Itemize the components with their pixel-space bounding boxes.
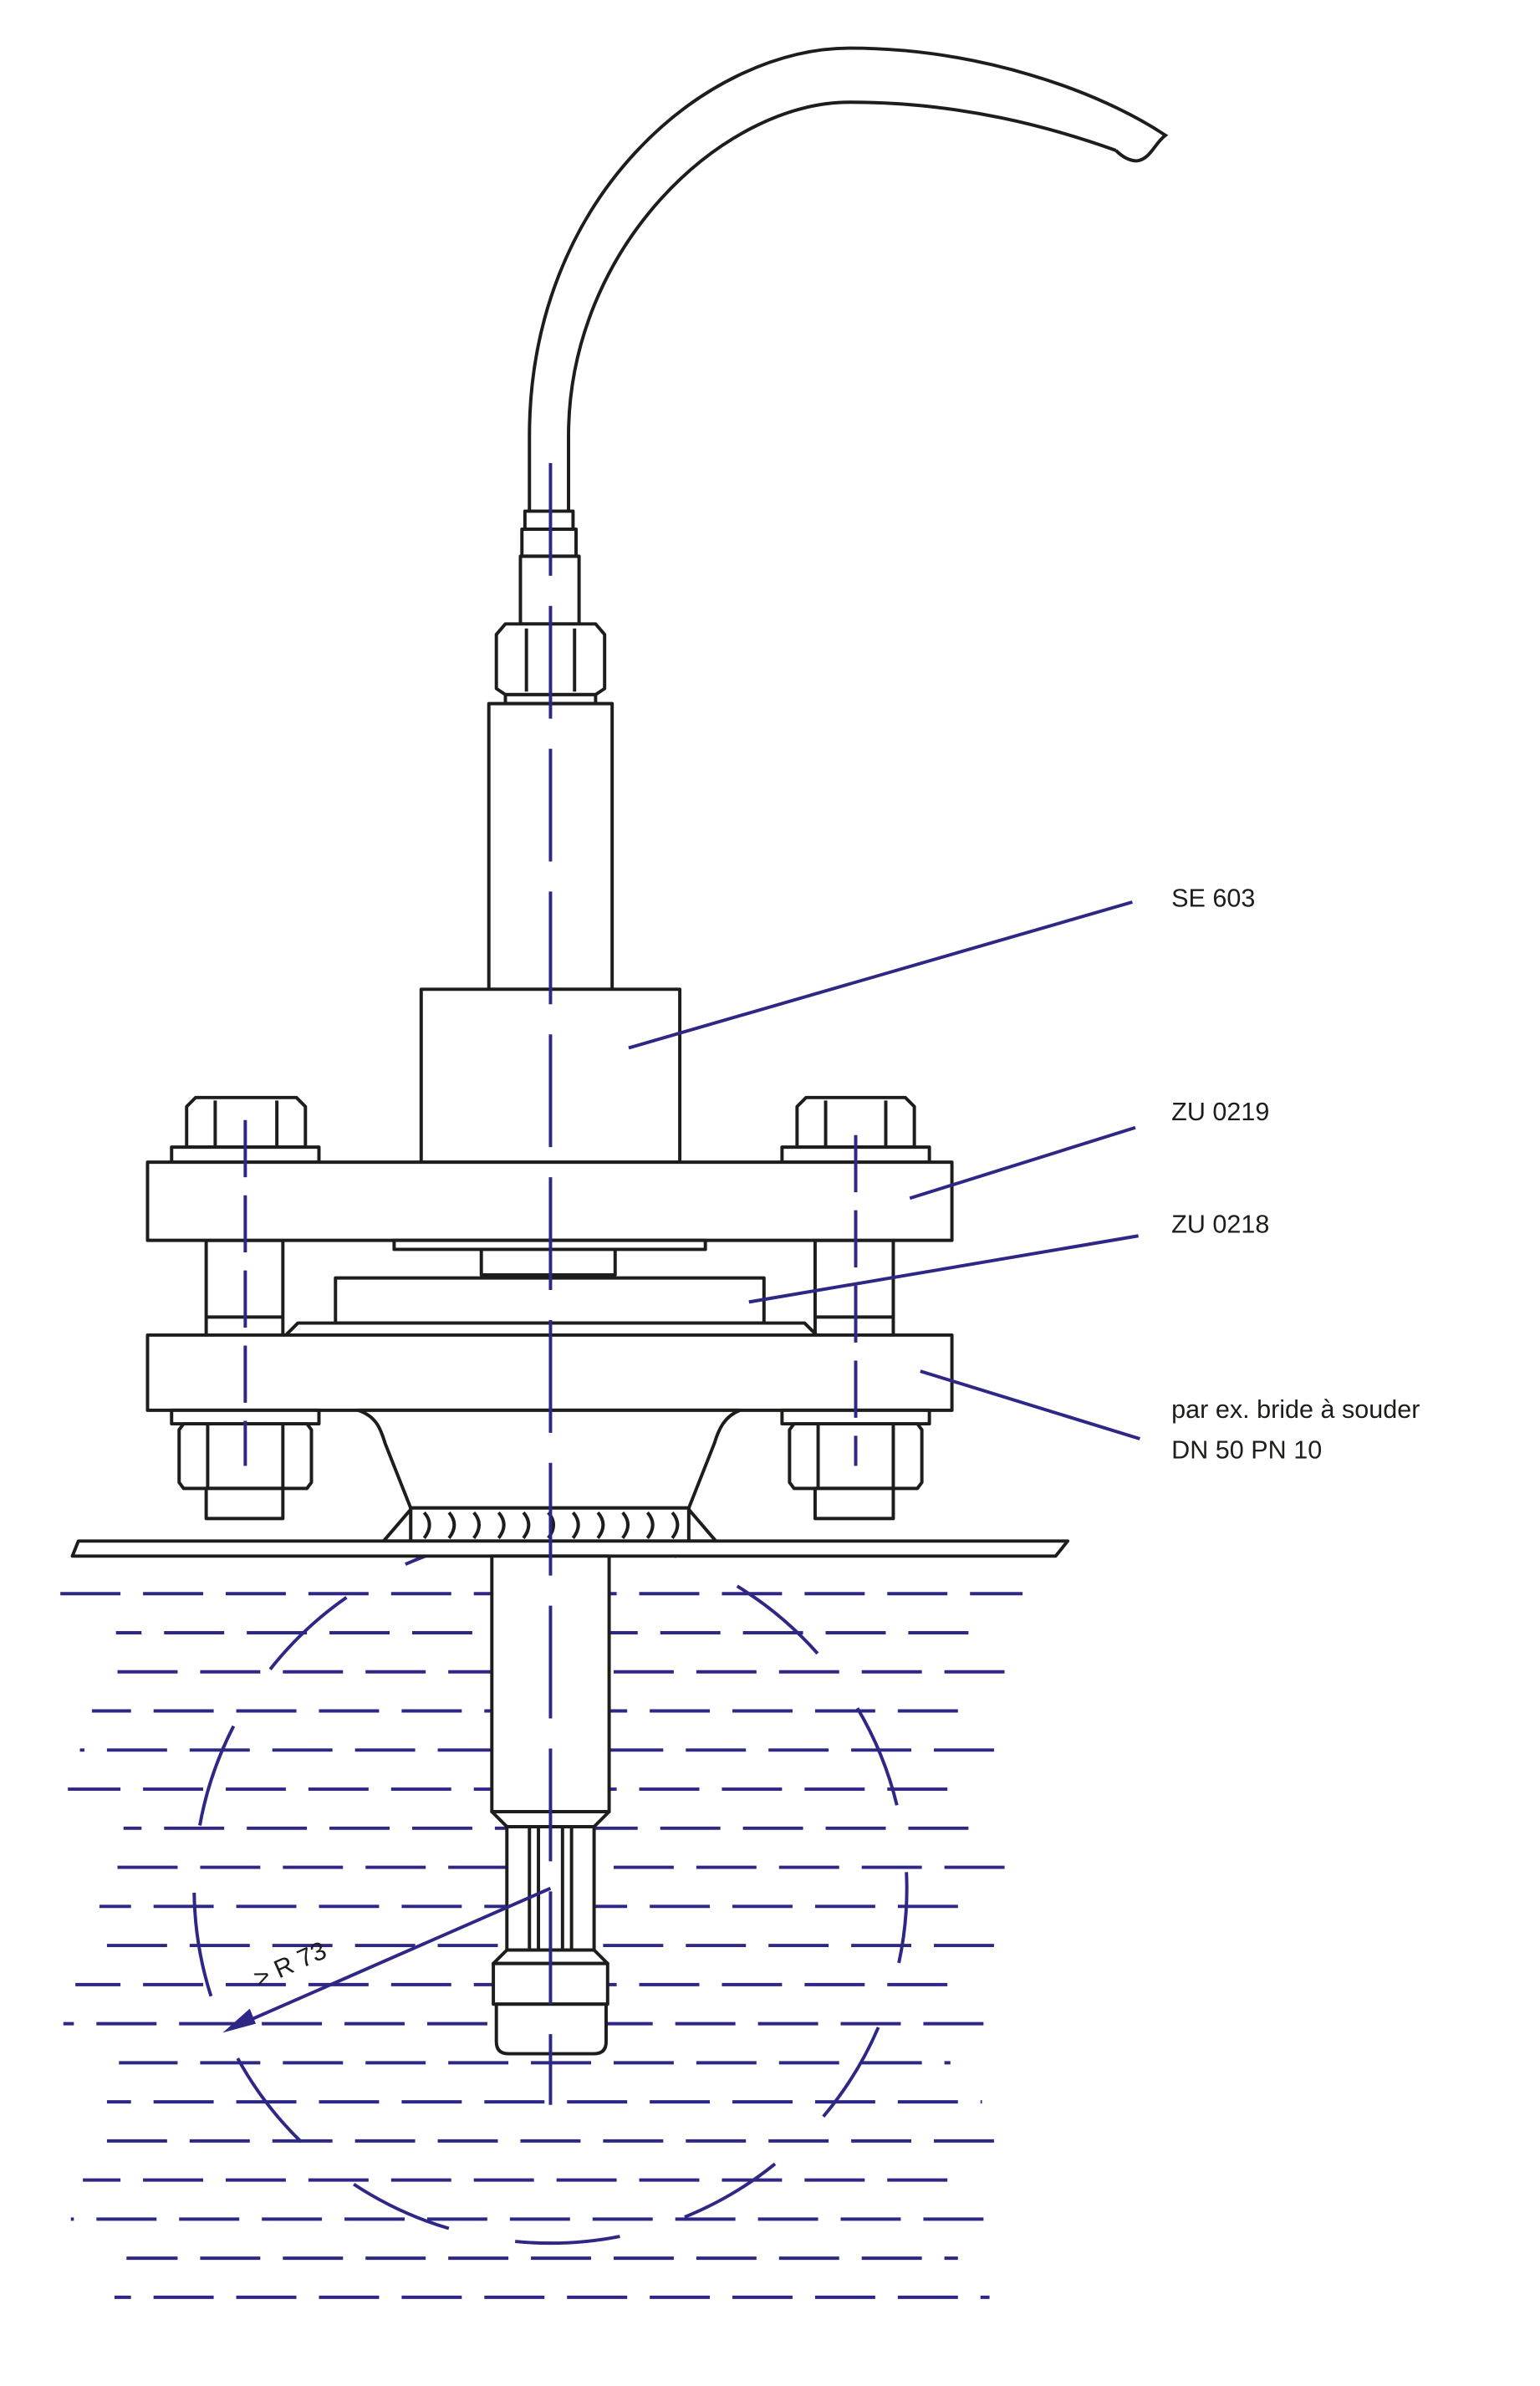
- weld-bead: [422, 1511, 431, 1539]
- weld-bead: [621, 1511, 630, 1539]
- weld-bead: [472, 1511, 481, 1539]
- weld-bead: [497, 1511, 506, 1539]
- cable-connector: [494, 509, 607, 706]
- weld-bead: [645, 1511, 655, 1539]
- leader-lines: [628, 900, 1140, 1440]
- weld-bead: [522, 1511, 531, 1539]
- weld-bead: [571, 1511, 580, 1539]
- label-weld-flange: par ex. bride à souder: [1171, 1395, 1420, 1424]
- label-zu0218: ZU 0218: [1171, 1211, 1269, 1239]
- tank-wall: [70, 1539, 1070, 1558]
- label-se603: SE 603: [1171, 884, 1255, 912]
- weld-bead: [596, 1511, 605, 1539]
- min-radius-circle: [192, 1532, 909, 2246]
- label-dn-pn: DN 50 PN 10: [1171, 1435, 1322, 1464]
- weld-bead: [671, 1511, 680, 1539]
- label-zu0219: ZU 0219: [1171, 1098, 1269, 1126]
- weld-bead: [447, 1511, 456, 1539]
- cable: [528, 46, 1169, 512]
